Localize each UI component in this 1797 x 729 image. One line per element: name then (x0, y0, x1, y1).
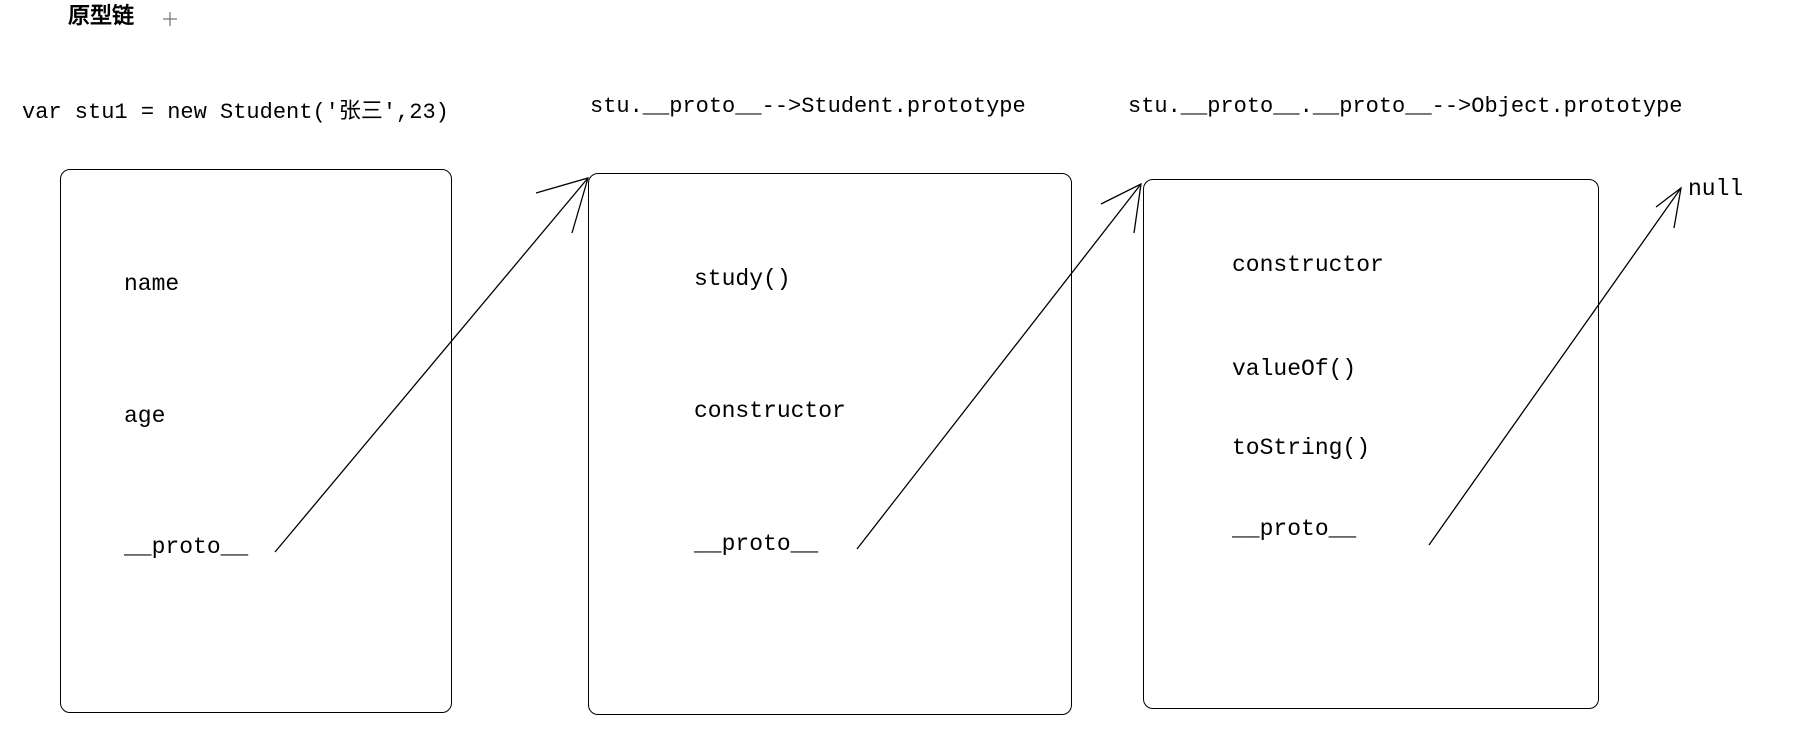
chain-object-prototype: stu.__proto__.__proto__-->Object.prototy… (1128, 94, 1683, 119)
method-tostring: toString() (1232, 435, 1371, 461)
chain-student-prototype: stu.__proto__-->Student.prototype (590, 94, 1026, 119)
property-age: age (124, 403, 166, 429)
instance-box (60, 169, 452, 713)
method-valueof: valueOf() (1232, 356, 1357, 382)
proto-arrow-1 (274, 177, 589, 553)
object-constructor-label: constructor (1232, 252, 1384, 278)
method-study: study() (694, 266, 791, 292)
page-title: 原型链 (68, 4, 135, 29)
object-prototype-box (1143, 179, 1599, 709)
constructor-call-code: var stu1 = new Student('张三',23) (22, 100, 449, 125)
object-proto-label: __proto__ (1232, 516, 1357, 542)
null-terminal: null (1688, 176, 1744, 202)
proto-arrow-2 (856, 182, 1142, 550)
property-name: name (124, 271, 180, 297)
student-prototype-box (588, 173, 1072, 715)
proto-arrow-3 (1428, 186, 1682, 546)
move-cursor-icon (163, 12, 177, 26)
instance-proto-label: __proto__ (124, 534, 249, 560)
student-constructor-label: constructor (694, 398, 846, 424)
student-proto-label: __proto__ (694, 531, 819, 557)
